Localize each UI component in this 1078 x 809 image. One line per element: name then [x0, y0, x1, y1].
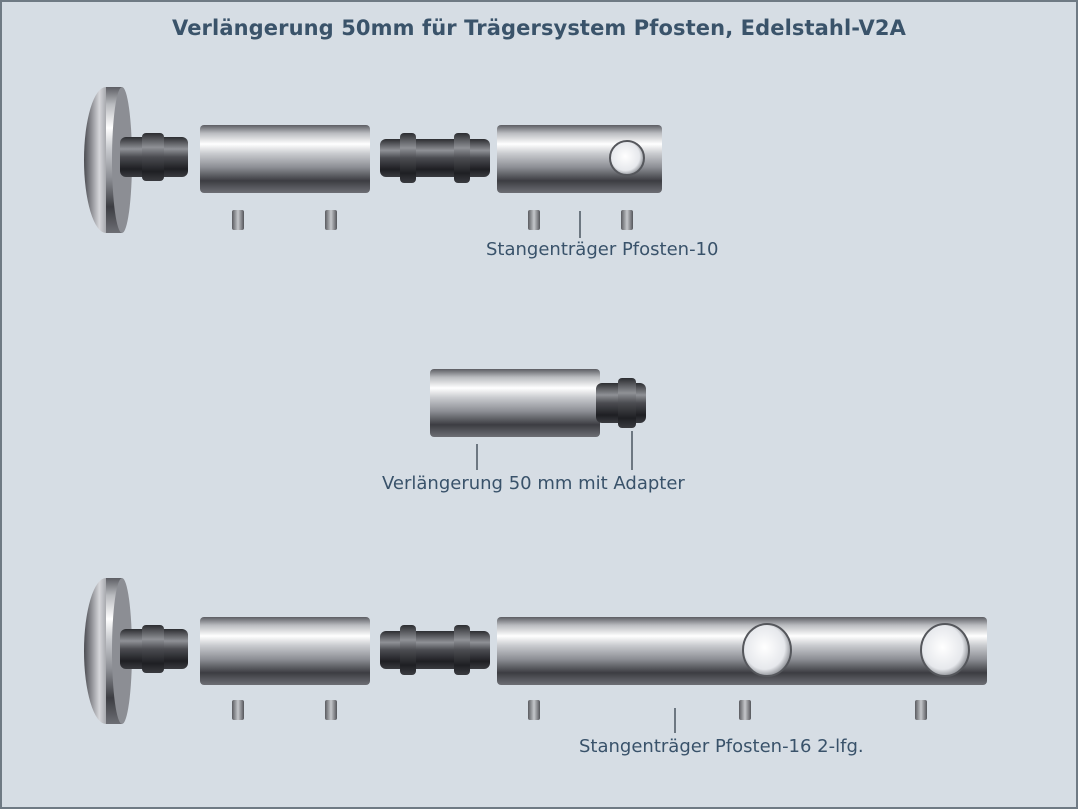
connector-stud-top — [380, 133, 490, 183]
label-pfosten-10: Stangenträger Pfosten-10 — [486, 239, 719, 260]
connector-stud-bottom — [380, 625, 490, 675]
label-verlaengerung: Verlängerung 50 mm mit Adapter — [382, 473, 685, 494]
adapter-stud-top-left — [120, 133, 188, 181]
sleeve-top-1 — [200, 125, 370, 193]
sleeve-bottom-1 — [200, 617, 370, 685]
adapter-stud-bottom-left — [120, 625, 188, 673]
extension-50mm-with-adapter — [430, 369, 646, 437]
grub-screws-top — [232, 210, 633, 230]
rod-holder-pfosten-16 — [497, 617, 987, 685]
rod-holder-pfosten-10 — [497, 125, 662, 193]
page-title: Verlängerung 50mm für Trägersystem Pfost… — [172, 16, 906, 40]
label-pfosten-16: Stangenträger Pfosten-16 2-lfg. — [579, 736, 864, 757]
grub-screws-bottom — [232, 700, 927, 720]
